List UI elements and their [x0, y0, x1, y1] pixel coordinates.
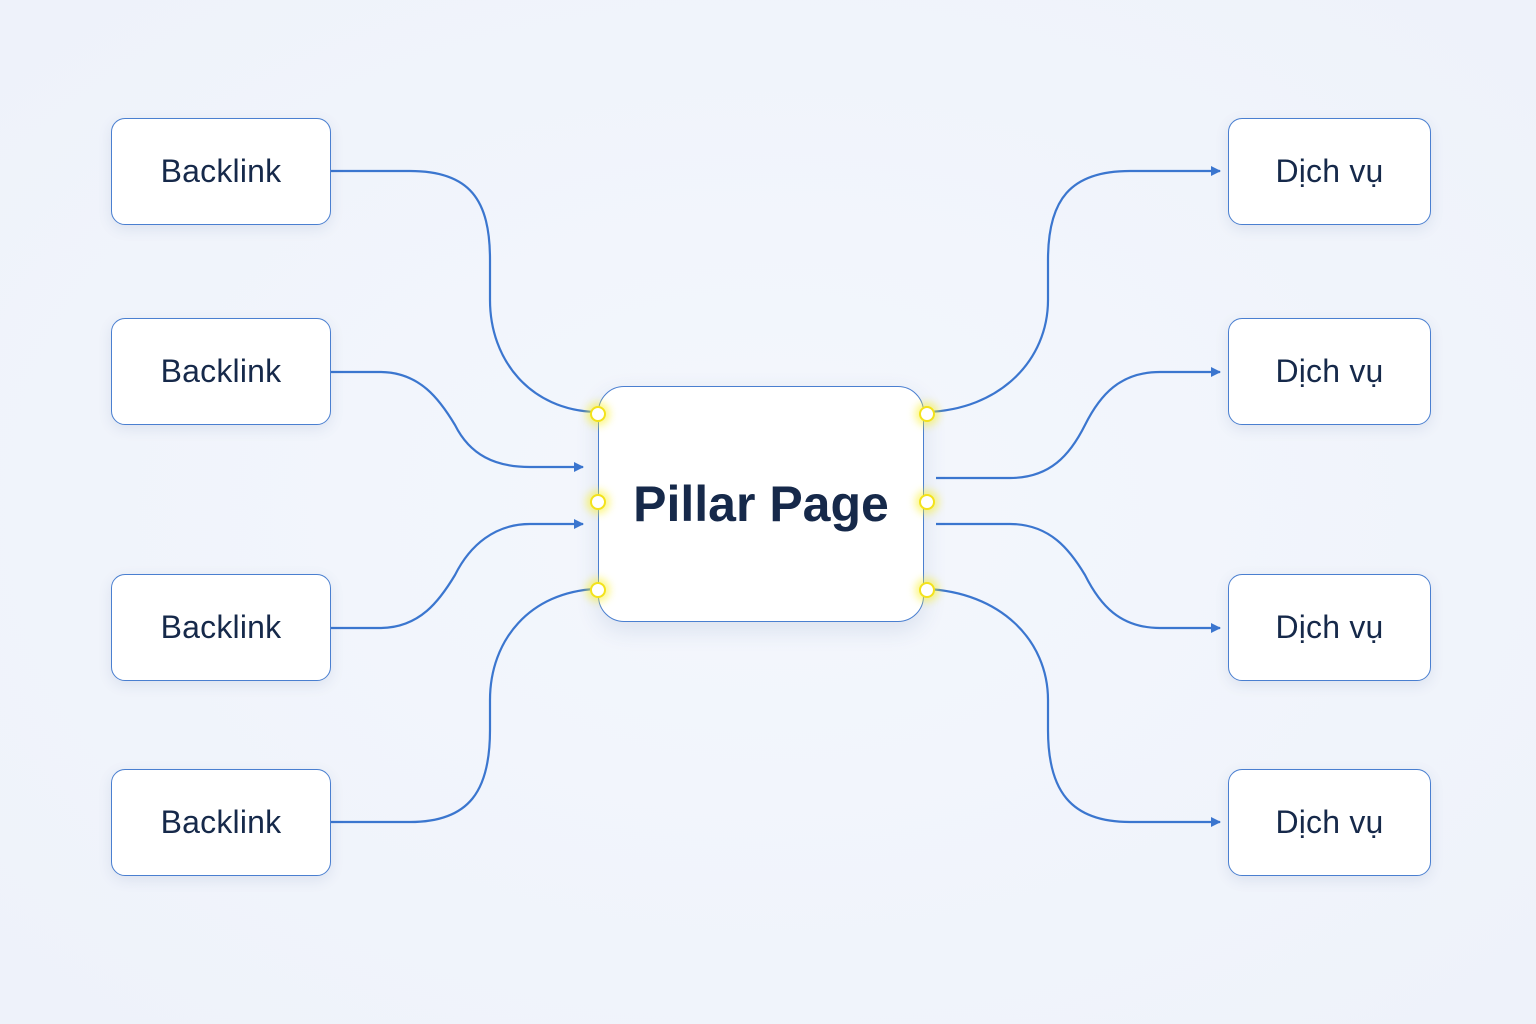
pillar-port-right-bottom: [919, 582, 935, 598]
service-node[interactable]: Dịch vụ: [1228, 318, 1431, 425]
connector-service-3: [936, 522, 1221, 633]
connector-backlink-3: [331, 519, 584, 630]
connector-backlink-1: [331, 169, 597, 414]
backlink-node[interactable]: Backlink: [111, 574, 331, 681]
backlink-node[interactable]: Backlink: [111, 769, 331, 876]
backlink-label: Backlink: [160, 609, 282, 645]
service-node[interactable]: Dịch vụ: [1228, 118, 1431, 225]
connector-service-1: [925, 166, 1221, 414]
service-label: Dịch vụ: [1275, 609, 1384, 645]
pillar-port-left-top: [590, 406, 606, 422]
connector-backlink-2: [331, 370, 584, 472]
service-node[interactable]: Dịch vụ: [1228, 769, 1431, 876]
backlink-label: Backlink: [160, 804, 282, 840]
pillar-port-left-middle: [590, 494, 606, 510]
backlink-label: Backlink: [160, 153, 282, 189]
connector-backlink-4: [331, 587, 597, 824]
service-label: Dịch vụ: [1275, 153, 1384, 189]
backlink-node[interactable]: Backlink: [111, 118, 331, 225]
backlink-node[interactable]: Backlink: [111, 318, 331, 425]
backlink-label: Backlink: [160, 353, 282, 389]
pillar-port-right-middle: [919, 494, 935, 510]
service-label: Dịch vụ: [1275, 353, 1384, 389]
pillar-port-right-top: [919, 406, 935, 422]
pillar-port-left-bottom: [590, 582, 606, 598]
service-label: Dịch vụ: [1275, 804, 1384, 840]
connector-service-4: [925, 587, 1221, 827]
pillar-page-node[interactable]: Pillar Page: [598, 386, 924, 622]
service-node[interactable]: Dịch vụ: [1228, 574, 1431, 681]
pillar-page-label: Pillar Page: [633, 476, 889, 532]
connector-service-2: [936, 367, 1221, 480]
